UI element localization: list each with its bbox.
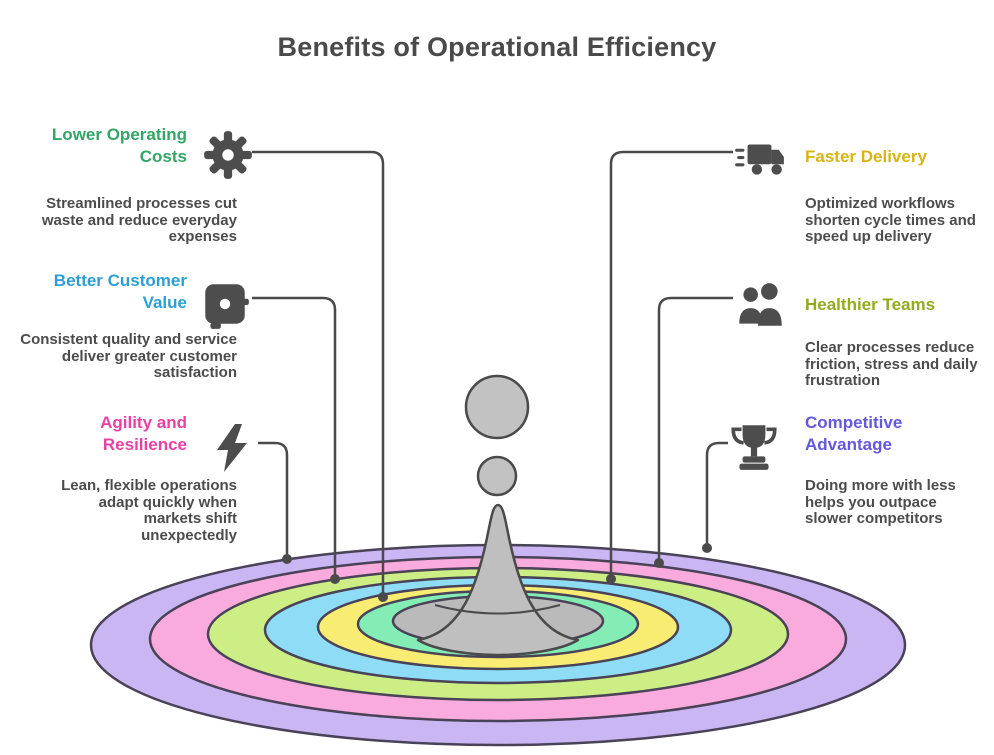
team-icon <box>733 278 787 334</box>
page-title: Benefits of Operational Efficiency <box>277 32 717 62</box>
heading-healthier-teams: Healthier Teams <box>805 295 936 314</box>
description-better-customer-value: Consistent quality and service deliver g… <box>20 331 237 381</box>
ripple-marker-dot <box>282 554 292 564</box>
droplet-large <box>464 374 530 440</box>
ripple-marker-dot <box>654 558 664 568</box>
heading-agility-resilience: Agility and Resilience <box>100 413 187 454</box>
connector-agility-resilience <box>258 441 289 555</box>
heading-competitive-advantage: Competitive Advantage <box>805 413 903 454</box>
description-healthier-teams: Clear processes reduce friction, stress … <box>805 339 978 389</box>
description-competitive-advantage: Doing more with less helps you outpace s… <box>805 477 956 527</box>
splash-base-wave <box>434 604 561 615</box>
ripple-marker-dot <box>702 543 712 553</box>
heading-better-customer-value: Better Customer Value <box>53 271 187 312</box>
splash-peak <box>416 503 580 657</box>
truck-icon <box>733 130 787 184</box>
connector-better-customer-value <box>252 296 337 575</box>
badge-icon <box>200 278 250 332</box>
ripple-marker-dot <box>330 574 340 584</box>
gear-icon <box>203 128 253 182</box>
description-faster-delivery: Optimized workflows shorten cycle times … <box>805 195 976 245</box>
connector-faster-delivery <box>609 150 733 575</box>
lightning-icon <box>208 422 256 474</box>
description-lower-operating-costs: Streamlined processes cut waste and redu… <box>41 195 237 245</box>
description-agility-resilience: Lean, flexible operations adapt quickly … <box>61 477 237 544</box>
trophy-icon <box>728 420 780 474</box>
ripple-marker-dot <box>606 574 616 584</box>
ripple-marker-dot <box>378 592 388 602</box>
connector-competitive-advantage <box>705 441 728 544</box>
connector-healthier-teams <box>657 296 733 559</box>
heading-faster-delivery: Faster Delivery <box>805 147 927 166</box>
heading-lower-operating-costs: Lower Operating Costs <box>51 125 187 166</box>
connector-lower-operating-costs <box>252 150 385 593</box>
droplet-small <box>476 455 518 497</box>
